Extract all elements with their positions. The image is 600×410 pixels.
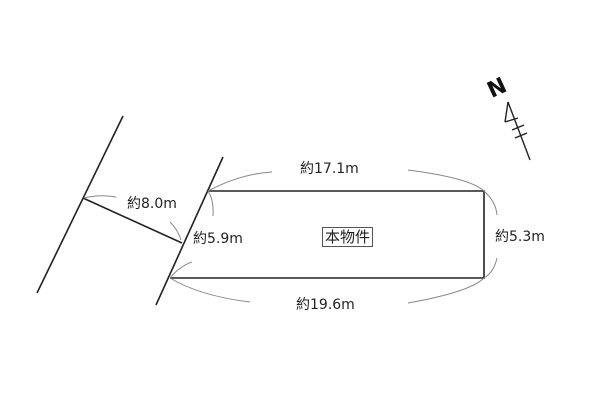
dimension-left-frontage: 約5.9m <box>193 231 243 247</box>
property-label: 本物件 <box>322 227 374 247</box>
arc-left-bottom <box>169 261 193 279</box>
dimension-bottom: 約19.6m <box>296 297 355 313</box>
arc-right-bottom <box>483 257 498 279</box>
road-width-line <box>82 197 183 244</box>
arc-bottom-left <box>169 277 251 303</box>
road-near-edge <box>155 156 224 306</box>
road-far-edge <box>36 115 124 294</box>
arc-left-top <box>207 190 214 217</box>
dimension-road-width: 約8.0m <box>127 196 177 212</box>
property-outline <box>170 190 485 279</box>
arc-top-left <box>207 171 273 192</box>
dimension-right: 約5.3m <box>495 229 545 245</box>
arc-road-left <box>83 195 117 199</box>
arc-right-top <box>483 190 498 216</box>
north-arrow-icon <box>504 101 531 161</box>
dimension-top: 約17.1m <box>300 161 359 177</box>
arc-bottom-right <box>407 277 485 304</box>
arc-top-right <box>407 169 485 192</box>
arc-road-right <box>169 221 182 241</box>
